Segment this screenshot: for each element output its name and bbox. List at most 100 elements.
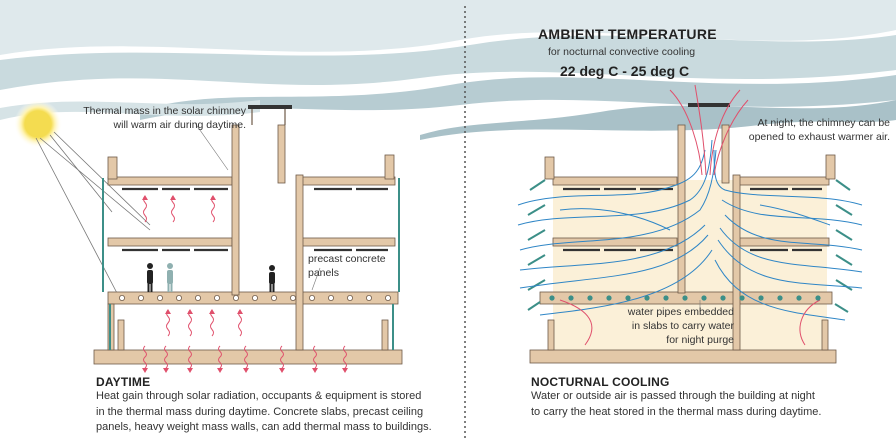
heat-squiggle (166, 309, 170, 337)
precast-panels-day (122, 187, 388, 252)
daytime-panels-annotation-line1: precast concrete (308, 253, 386, 265)
precast-panels-night (563, 187, 822, 252)
heat-squiggle (171, 195, 175, 223)
heat-squiggle (313, 345, 317, 369)
nocturnal-caption-title: NOCTURNAL COOLING (531, 375, 670, 389)
slab-pipe-hole (289, 294, 296, 301)
heat-arrowhead-down (342, 368, 348, 373)
water-pipe-dot (682, 295, 688, 301)
slab-pipe-hole (137, 294, 144, 301)
water-pipe-dot (587, 295, 593, 301)
heat-squiggle (188, 345, 192, 369)
ground-slab (93, 349, 403, 365)
heat-squiggle (218, 345, 222, 369)
heat-squiggle (238, 309, 242, 337)
daytime-caption-title: DAYTIME (96, 375, 151, 389)
heat-arrowhead-down (312, 368, 318, 373)
heat-arrowhead-down (163, 368, 169, 373)
heat-squiggle (244, 345, 248, 369)
nocturnal-chimney-annotation: At night, the chimney can be opened to e… (700, 116, 890, 144)
nocturnal-pipes-annotation-line1: water pipes embedded (627, 306, 734, 318)
roof-slab-right (299, 176, 396, 186)
water-pipe-dot (796, 295, 802, 301)
daytime-caption: DAYTIME Heat gain through solar radiatio… (96, 375, 466, 436)
nocturnal-pipes-annotation: water pipes embedded in slabs to carry w… (604, 305, 734, 347)
roof-slab-left (107, 176, 233, 186)
slab-pipe-hole (251, 294, 258, 301)
slab-pipe-hole (119, 294, 126, 301)
heat-squiggle (188, 309, 192, 337)
daytime-chimney-annotation-line2: will warm air during daytime. (113, 119, 246, 131)
water-pipe-dot (739, 295, 745, 301)
slab-pipe-hole (194, 294, 201, 301)
water-pipe-dot (606, 295, 612, 301)
slab-pipe-hole (175, 294, 182, 301)
slab-pipe-hole (213, 294, 220, 301)
daytime-caption-line3: panels, heavy weight mass walls, can add… (96, 421, 432, 433)
heat-arrowhead (142, 195, 148, 200)
daytime-caption-line2: in the thermal mass during daytime. Conc… (96, 405, 424, 418)
slab-pipe-hole (327, 294, 334, 301)
heat-squiggle (280, 345, 284, 369)
slab-pipe-hole (346, 294, 353, 301)
person-icon (147, 263, 275, 292)
nocturnal-pipes-annotation-line3: for night purge (666, 334, 734, 346)
slab-pipe-hole (384, 294, 391, 301)
daytime-chimney-annotation-line1: Thermal mass in the solar chimney (83, 105, 246, 117)
heat-arrowhead (170, 195, 176, 200)
daytime-caption-line1: Heat gain through solar radiation, occup… (96, 390, 422, 402)
airflow-line-icon (517, 139, 863, 321)
nocturnal-caption-line1: Water or outside air is passed through t… (531, 390, 815, 402)
heat-arrow-icon (142, 195, 348, 373)
heat-arrowhead-down (187, 368, 193, 373)
heat-arrowhead-down (279, 368, 285, 373)
slab-pipe-hole (232, 294, 239, 301)
heat-arrowhead (187, 309, 193, 314)
ambient-temperature-title: AMBIENT TEMPERATURE (538, 26, 717, 42)
glass-wall-day (102, 178, 400, 350)
nocturnal-caption: NOCTURNAL COOLING Water or outside air i… (531, 375, 891, 420)
heat-squiggle (210, 309, 214, 337)
water-pipe-dot (758, 295, 764, 301)
louvres-night (527, 179, 853, 313)
water-pipe-dot (777, 295, 783, 301)
chimney-cap-day (248, 105, 292, 109)
nocturnal-caption-line2: to carry the heat stored in the thermal … (531, 405, 822, 418)
water-pipe-dot (701, 295, 707, 301)
water-pipe-dot (549, 295, 555, 301)
warm-air-exhaust (559, 84, 821, 346)
sky-clouds (0, 0, 896, 140)
daytime-panels-annotation-line2: panels (308, 267, 339, 279)
heat-arrowhead (210, 195, 216, 200)
heat-arrowhead-down (142, 368, 148, 373)
slab-pipes-day (119, 294, 391, 301)
nocturnal-chimney-annotation-line2: opened to exhaust warmer air. (748, 131, 890, 143)
ambient-temperature-subtitle: for nocturnal convective cooling (548, 46, 696, 58)
chimney-cap-night (688, 103, 730, 107)
daytime-panels-annotation: precast concrete panels (308, 252, 386, 280)
water-pipe-dot (720, 295, 726, 301)
ground-slab-night (529, 349, 837, 364)
heat-squiggle (143, 345, 147, 369)
water-pipe-dot (815, 295, 821, 301)
daytime-chimney-annotation: Thermal mass in the solar chimney will w… (60, 104, 246, 132)
water-pipe-dot (568, 295, 574, 301)
warm-interior-fill (553, 180, 827, 350)
heat-arrowhead-down (243, 368, 249, 373)
slab-pipe-hole (270, 294, 277, 301)
slab-pipe-hole (156, 294, 163, 301)
heat-arrowhead (209, 309, 215, 314)
slab-pipes-night (549, 295, 821, 301)
slab-pipe-hole (365, 294, 372, 301)
ambient-temperature-range: 22 deg C - 25 deg C (560, 63, 690, 79)
heat-squiggle (164, 345, 168, 369)
nocturnal-chimney-annotation-line1: At night, the chimney can be (757, 117, 891, 129)
daytime-building (93, 124, 403, 365)
water-pipe-dot (625, 295, 631, 301)
water-pipe-dot (644, 295, 650, 301)
heat-arrowhead-down (217, 368, 223, 373)
heat-squiggle (343, 345, 347, 369)
heat-arrowhead (165, 309, 171, 314)
